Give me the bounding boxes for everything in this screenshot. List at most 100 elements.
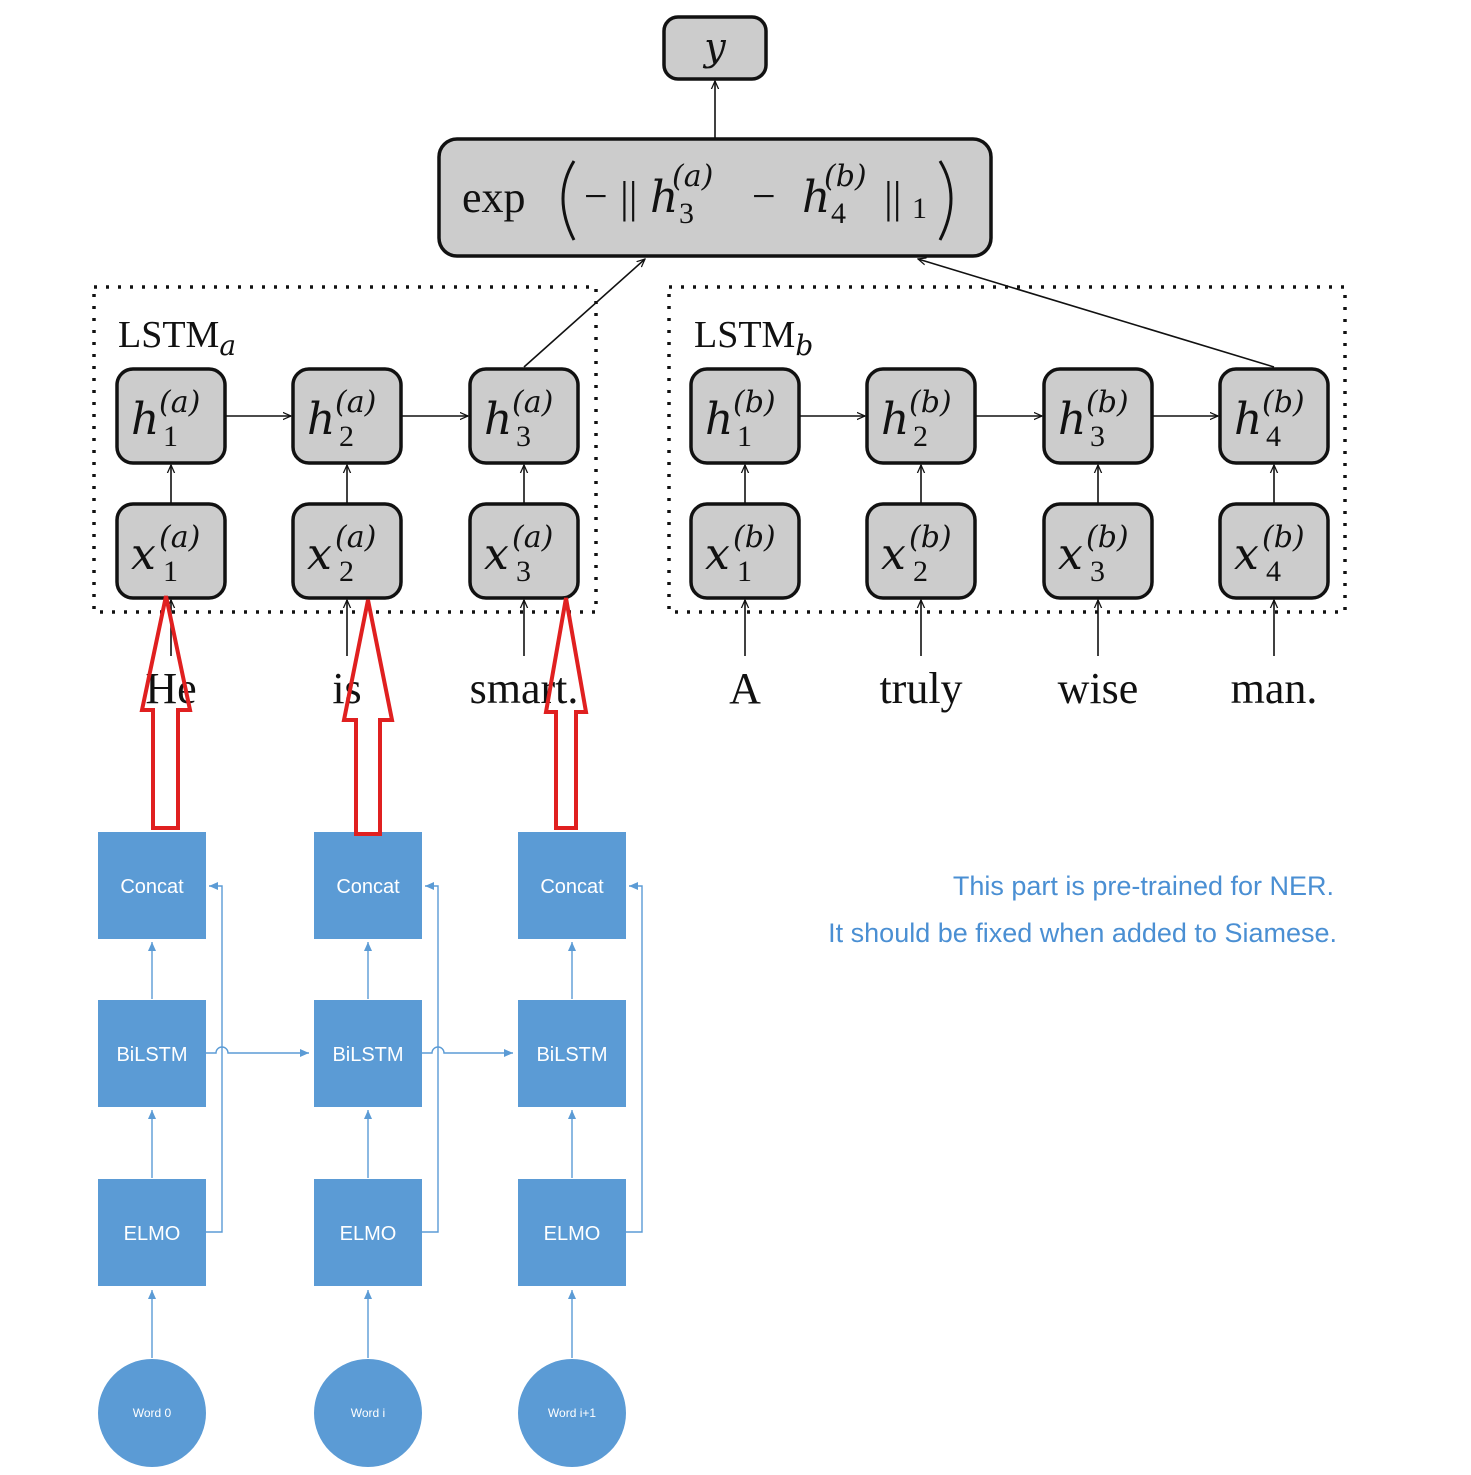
lstm-a-x3: x(a)3 [468,502,580,600]
word-node-0 [98,1359,206,1467]
lstm-b-x1-sup: (b) [733,520,776,555]
bilstm-link-1-2 [422,1046,513,1057]
lstm-a-x2-sub: 2 [339,555,354,588]
lstm-a-x1-sup: (a) [159,520,200,555]
lstm-a-x3-sub: 3 [516,555,531,588]
distance-left-sup: (a) [672,159,713,194]
lstm-b-title: LSTMb [694,314,813,362]
bilstm-label-1: BiLSTM [332,1044,403,1066]
lstm-b-h2-var: h [881,394,909,445]
lstm-b-h2-sup: (b) [909,385,952,420]
concat-block-2 [518,832,626,939]
lstm-b-h1-var: h [705,394,733,445]
elmo-label-2: ELMO [544,1223,601,1245]
lstm-b-h4-sup: (b) [1262,385,1305,420]
lstm-b-x4-var: x [1234,529,1259,580]
distance-func: exp [462,173,526,222]
lstm-b-h4-sub: 4 [1266,420,1281,453]
lstm-b-box [667,285,1347,614]
elmo-block-2 [518,1179,626,1286]
lstm-a-x3-sup: (a) [512,520,553,555]
distance-left-sub: 3 [679,197,694,230]
lstm-a-x2-sup: (a) [335,520,376,555]
lstm-a-title: LSTMa [118,314,236,362]
lstm-b-x1-var: x [705,529,730,580]
lstm-b-x3: x(b)3 [1042,502,1154,600]
distance-left-var: h [650,172,678,223]
lstm-b-h3-var: h [1058,394,1086,445]
lstm-a-h1: h(a)1 [115,367,227,465]
highlight-arrow-is [341,599,395,836]
lstm-b-h4: h(b)4 [1218,367,1330,465]
bilstm-block-2 [518,1000,626,1107]
word-label-2: Word i+1 [548,1406,596,1420]
lstm-b-x4-sup: (b) [1262,520,1305,555]
lstm-b-h3-sub: 3 [1090,420,1105,453]
elmo-skip-to-concat-1 [422,882,439,1233]
output-node: y [662,15,768,81]
lstm-a-word-3: smart. [470,664,579,713]
lstm-b-x4: x(b)4 [1218,502,1330,600]
lstm-a-x2-var: x [307,529,332,580]
elmo-block-0 [98,1179,206,1286]
note-line-1: This part is pre-trained for NER. [953,871,1334,901]
elmo-skip-to-concat-2 [626,882,643,1233]
lstm-b-h1-sup: (b) [733,385,776,420]
concat-label-2: Concat [540,876,604,898]
lstm-b-x3-sub: 3 [1090,555,1105,588]
lstm-b-x3-sup: (b) [1086,520,1129,555]
norm-close: || [884,173,902,222]
lstm-b-h1: h(b)1 [689,367,801,465]
lstm-b-h2-sub: 2 [913,420,928,453]
bilstm-link-0-1 [206,1046,309,1057]
word-node-2 [518,1359,626,1467]
lstm-b-word-3: wise [1058,664,1139,713]
lstm-a-x1-sub: 1 [163,555,178,588]
lstm-a-h2-var: h [307,394,335,445]
lstm-b-x2-sup: (b) [909,520,952,555]
distance-right-var: h [802,172,830,223]
lstm-a-h3-sup: (a) [512,385,553,420]
concat-label-0: Concat [120,876,184,898]
concat-label-1: Concat [336,876,400,898]
lstm-b-x4-sub: 4 [1266,555,1281,588]
concat-block-0 [98,832,206,939]
output-label: y [702,25,726,69]
lstm-b-x2-sub: 2 [913,555,928,588]
elmo-block-1 [314,1179,422,1286]
lstm-a-x2: x(a)2 [291,502,403,600]
distance-node: exp − || h (a) 3 − h (b) 4 || 1 [437,137,993,258]
h3a-to-distance-arrow [523,259,645,368]
lstm-a-h2-sup: (a) [335,385,376,420]
lstm-b-h1-sub: 1 [737,420,752,453]
lstm-b-h3: h(b)3 [1042,367,1154,465]
highlight-arrow-he [139,595,193,830]
lstm-a-x1-var: x [131,529,156,580]
norm-sub: 1 [912,192,927,225]
lstm-b-word-4: man. [1231,664,1318,713]
word-label-0: Word 0 [133,1406,172,1420]
norm-open: || [620,173,638,222]
note-line-2: It should be fixed when added to Siamese… [828,918,1337,948]
lstm-a-h3-var: h [484,394,512,445]
bilstm-label-0: BiLSTM [116,1044,187,1066]
distance-minus-2: − [752,174,776,220]
lstm-b-x2: x(b)2 [865,502,977,600]
lstm-b-word-1: A [729,664,761,713]
lstm-b-h2: h(b)2 [865,367,977,465]
lstm-b-x1: x(b)1 [689,502,801,600]
lstm-b-h3-sup: (b) [1086,385,1129,420]
elmo-label-0: ELMO [124,1223,181,1245]
lstm-a-h2: h(a)2 [291,367,403,465]
elmo-label-1: ELMO [340,1223,397,1245]
distance-right-sup: (b) [824,159,867,194]
elmo-skip-to-concat-0 [206,882,223,1233]
lstm-b-word-2: truly [879,664,962,713]
highlight-arrow-smart [543,597,589,830]
